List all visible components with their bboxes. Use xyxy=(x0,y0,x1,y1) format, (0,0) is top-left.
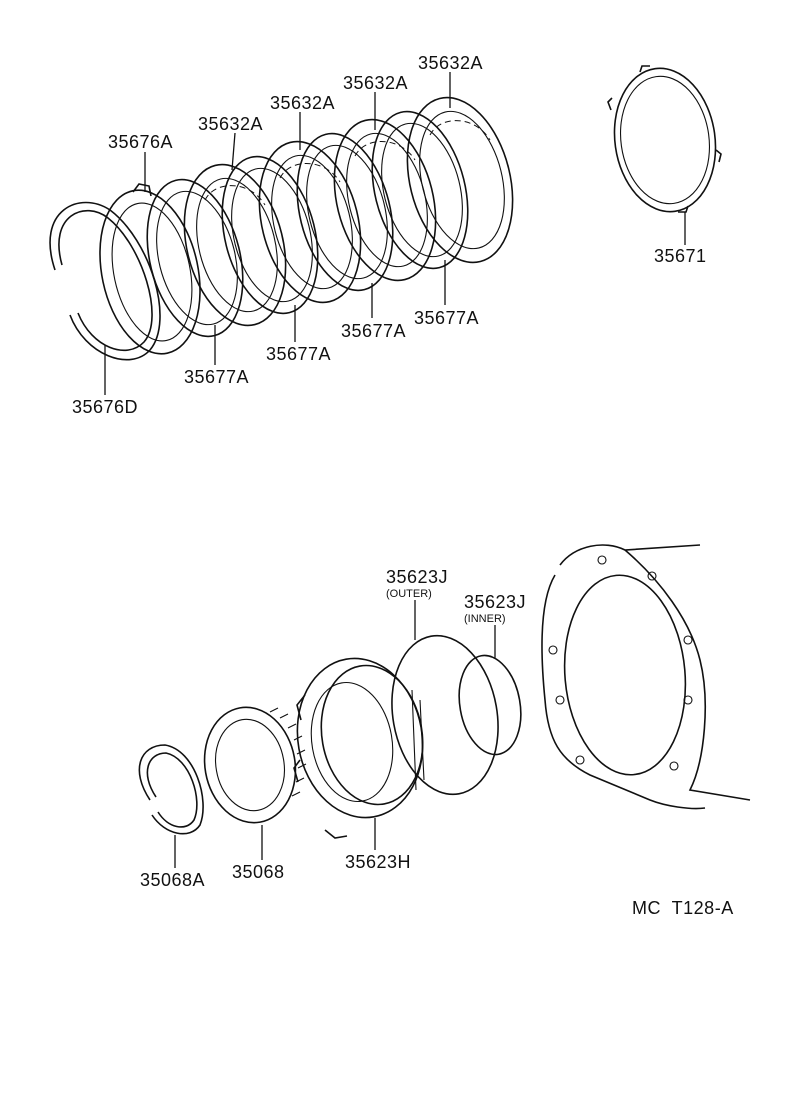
spring-retainer-35068 xyxy=(203,706,307,824)
clutch-disc-3 xyxy=(296,132,394,292)
label-35676D: 35676D xyxy=(72,397,138,417)
label-35676A: 35676A xyxy=(108,132,173,152)
o-ring-35623J-inner xyxy=(458,654,522,756)
label-35623J-outer: 35623J xyxy=(386,567,448,587)
label-35623H: 35623H xyxy=(345,852,411,872)
label-35632A-1: 35632A xyxy=(198,114,263,134)
diagram-code: MC T128-A xyxy=(632,898,734,918)
label-35068: 35068 xyxy=(232,862,285,882)
label-35671: 35671 xyxy=(654,246,707,266)
label-35677A-4: 35677A xyxy=(414,308,479,328)
label-35623J-inner: 35623J xyxy=(464,592,526,612)
label-35632A-2: 35632A xyxy=(270,93,335,113)
snap-ring-35068A xyxy=(138,744,204,835)
label-35623J-inner-note: (INNER) xyxy=(464,613,506,625)
clutch-disc-2 xyxy=(221,155,319,315)
transmission-case xyxy=(541,544,751,810)
clutch-disc-4 xyxy=(371,110,469,270)
clutch-plate-1 xyxy=(183,163,287,327)
plate-35671 xyxy=(607,65,722,213)
snap-ring-35676D xyxy=(49,201,161,361)
piston-35623H xyxy=(293,657,425,839)
label-35632A-3: 35632A xyxy=(343,73,408,93)
clutch-plate-4 xyxy=(406,96,514,264)
label-35677A-1: 35677A xyxy=(184,367,249,387)
label-35623J-outer-note: (OUTER) xyxy=(386,588,432,600)
label-35632A-4: 35632A xyxy=(418,53,483,73)
label-35068A: 35068A xyxy=(140,870,205,890)
label-35677A-3: 35677A xyxy=(341,321,406,341)
o-ring-35623J-outer xyxy=(391,634,499,796)
label-35677A-2: 35677A xyxy=(266,344,331,364)
pressure-plate-35676A xyxy=(99,183,201,355)
leader-lines xyxy=(104,72,686,868)
part-labels: 35676A 35632A 35632A 35632A 35632A 35676… xyxy=(72,53,734,918)
